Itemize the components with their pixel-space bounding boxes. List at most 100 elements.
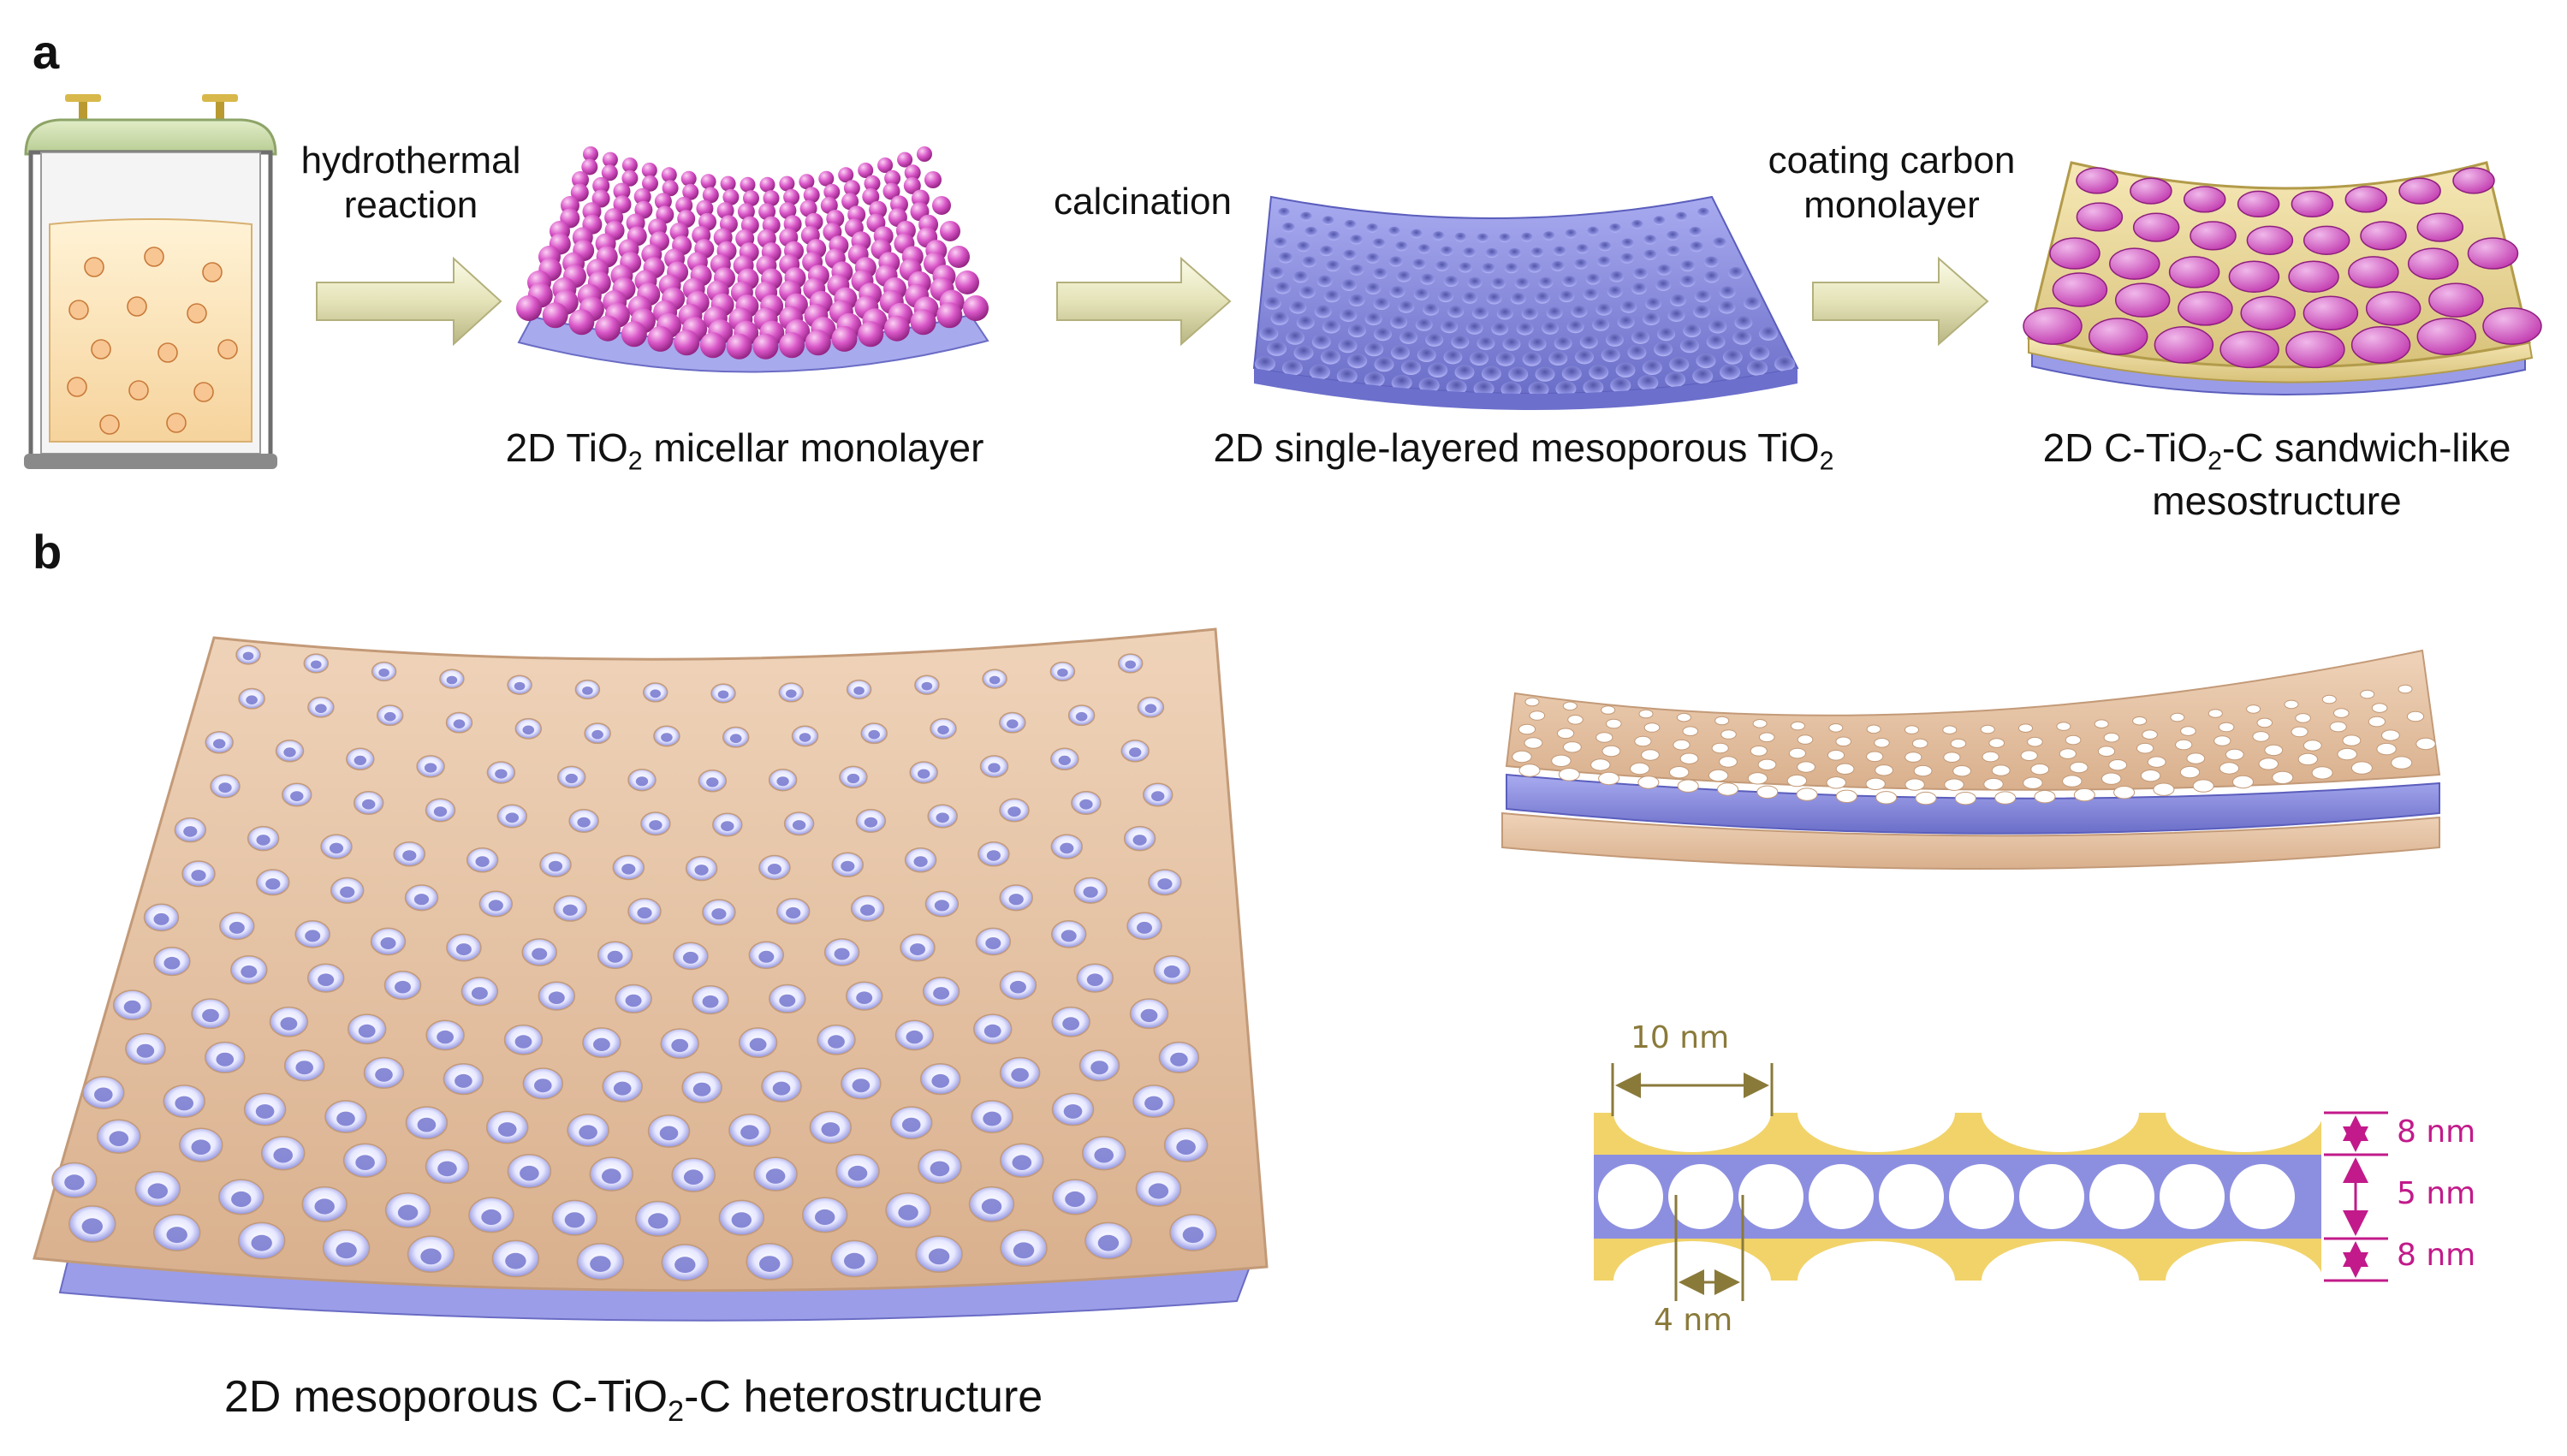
sheet-pore-inner [786,906,801,919]
small-sheet-pore [2368,716,2386,728]
small-sheet-pore [1524,737,1543,749]
small-sheet-pore [1757,758,1777,770]
sheet-pore-inner [514,681,526,691]
sheet-pore-inner [283,747,296,758]
carbon-cutout-top [1613,1073,1771,1152]
micelle-disc [2348,256,2399,288]
micelle-disc [2154,326,2214,364]
sheet-pore-inner [1075,711,1088,722]
mesopore [1562,276,1577,287]
sheet-pore-inner [1062,1017,1079,1031]
sheet-pore-inner [280,1017,298,1031]
sheet-pore-inner [1094,1147,1114,1163]
small-sheet-pore [2371,703,2388,713]
sheet-pore-inner [579,1125,597,1140]
mesopore [1601,348,1620,363]
micelle-sphere [884,169,901,187]
micelle-disc [2219,330,2279,369]
sheet-pore-inner [985,937,1001,949]
micelle-disc [2237,190,2280,217]
micelle-disc [2288,260,2339,294]
mesopore [1607,286,1623,298]
mesopore [1418,377,1440,394]
mesopore [1471,306,1489,319]
mesopore [1631,282,1647,295]
micelle-sphere [700,174,716,190]
small-sheet-pore [1529,710,1546,721]
small-sheet-pore [1747,772,1768,785]
mesopore [1340,309,1358,322]
small-sheet-pore [1606,718,1622,729]
small-sheet-pore [2297,752,2319,766]
sheet-pore-inner [765,1168,786,1184]
sheet-pore-inner [1079,799,1093,810]
mesopore [1269,267,1285,279]
sheet-pore-inner [1013,1242,1035,1259]
mesopore [1263,296,1281,310]
tio2-pore [2160,1164,2225,1229]
sheet-pore-inner [481,1209,502,1226]
small-sheet-pore [2101,772,2122,785]
mesopore [1336,368,1358,384]
sheet-pore-inner [64,1174,85,1191]
mesopore [1728,267,1744,279]
sheet-pore-inner [625,994,642,1007]
sheet-pore-inner [520,1165,539,1181]
mesopore [1645,297,1661,310]
mesopore [1273,237,1287,248]
mesopore [1657,327,1676,342]
mesopore [1565,229,1578,239]
mesopore [1293,345,1314,360]
mesopore [1719,286,1736,299]
sheet-pore-inner [928,1248,950,1265]
small-sheet-pore [1866,724,1881,734]
mesopore [1364,312,1382,326]
sheet-pore-inner [799,733,811,742]
sheet-pore-inner [488,900,503,912]
micelle-sphere [621,321,647,348]
small-sheet-pore [1595,732,1613,743]
sheet-pore-inner [740,1125,759,1140]
small-sheet-pore [1673,739,1691,751]
mesopore [1420,273,1435,285]
mesopore [1528,336,1547,351]
mesopore [1653,216,1666,225]
mesopore [1595,303,1613,316]
mesopore [1304,227,1318,237]
mesopore [1631,330,1649,344]
mesopore [1388,256,1403,267]
small-sheet-pore [1720,729,1737,740]
tio2-pore [1879,1164,1944,1229]
mesopore [1592,318,1610,331]
sheet-pore-inner [721,821,734,832]
sheet-pore-inner [706,777,719,787]
small-sheet-pore [2321,694,2337,704]
micelle-sphere [758,203,776,221]
sheet-pore-inner [495,769,508,779]
mesopore [1528,381,1549,397]
small-sheet-pore [1913,764,1933,777]
mesopore [1620,300,1637,313]
mesopore [1696,354,1716,369]
small-sheet-pore [2333,708,2350,718]
sheet-pore-inner [534,1079,552,1093]
micelle-sphere [702,187,719,204]
mesopore [1463,247,1476,258]
sheet-pore-inner [649,820,663,830]
sheet-pore-inner [1144,1096,1163,1111]
mesopore [1619,253,1634,264]
tio2-pore [2089,1164,2154,1229]
micelle-disc [2109,247,2160,280]
small-sheet-pore [2180,726,2196,736]
small-sheet-pore [2153,782,2175,796]
mesopore [1667,246,1680,257]
mesopore [1566,320,1584,334]
small-sheet-pore [2094,719,2109,729]
sheet-pore-inner [380,937,396,949]
sheet-pore-inner [648,1213,668,1229]
mesopore [1322,216,1334,225]
small-sheet-pore [2020,750,2038,762]
mesopore [1655,279,1672,291]
mesopore [1440,246,1453,256]
sheet-pore-inner [453,719,466,728]
